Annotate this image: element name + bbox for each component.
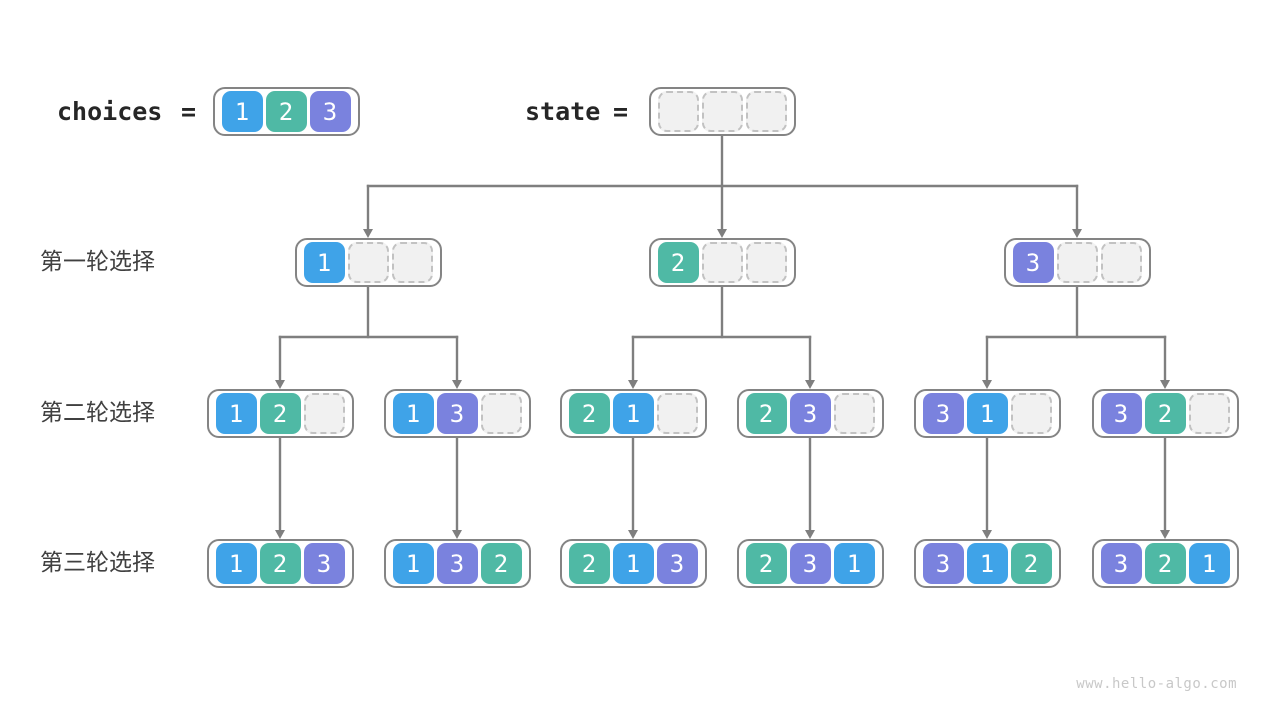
array-cell-filled: 2 bbox=[259, 393, 301, 434]
array-cell-filled: 2 bbox=[745, 393, 787, 434]
array-cell-filled: 3 bbox=[436, 543, 478, 584]
array-cell-filled: 3 bbox=[1012, 242, 1054, 283]
array-cell-empty bbox=[347, 242, 389, 283]
array-cell-filled: 1 bbox=[215, 393, 257, 434]
array-cell-empty bbox=[391, 242, 433, 283]
row-label: 第一轮选择 bbox=[40, 249, 155, 275]
state-array bbox=[648, 87, 796, 136]
array-cell-empty bbox=[657, 91, 699, 132]
state-equals-sign: = bbox=[613, 97, 629, 126]
array-cell-filled: 1 bbox=[215, 543, 257, 584]
array-cell-filled: 3 bbox=[789, 543, 831, 584]
array-cell-empty bbox=[1188, 393, 1230, 434]
array-cell-filled: 3 bbox=[436, 393, 478, 434]
array-cell-filled: 2 bbox=[745, 543, 787, 584]
array-cell-filled: 2 bbox=[657, 242, 699, 283]
watermark: www.hello-algo.com bbox=[1076, 676, 1237, 692]
array-cell-filled: 3 bbox=[1100, 393, 1142, 434]
array-cell-filled: 2 bbox=[1144, 393, 1186, 434]
array-cell-empty bbox=[656, 393, 698, 434]
array-cell-filled: 3 bbox=[303, 543, 345, 584]
array-cell-empty bbox=[745, 242, 787, 283]
array-cell-empty bbox=[745, 91, 787, 132]
array-cell-filled: 1 bbox=[303, 242, 345, 283]
array-cell-filled: 1 bbox=[966, 393, 1008, 434]
array-cell-empty bbox=[1010, 393, 1052, 434]
array-cell-empty bbox=[1100, 242, 1142, 283]
array-cell-empty bbox=[701, 91, 743, 132]
choices-label: choices bbox=[57, 97, 163, 126]
array-cell-filled: 1 bbox=[392, 393, 434, 434]
array-cell-filled: 3 bbox=[922, 543, 964, 584]
array-cell-filled: 2 bbox=[480, 543, 522, 584]
array-cell-filled: 2 bbox=[568, 393, 610, 434]
array-cell-empty bbox=[833, 393, 875, 434]
array-cell-filled: 1 bbox=[221, 91, 263, 132]
array-cell-filled: 3 bbox=[922, 393, 964, 434]
array-cell-filled: 1 bbox=[392, 543, 434, 584]
array-cell-filled: 2 bbox=[568, 543, 610, 584]
array-cell-empty bbox=[303, 393, 345, 434]
tree-node: 3 bbox=[1003, 238, 1151, 287]
array-cell-filled: 2 bbox=[1010, 543, 1052, 584]
row-label: 第二轮选择 bbox=[40, 400, 155, 426]
array-cell-filled: 2 bbox=[259, 543, 301, 584]
array-cell-empty bbox=[1056, 242, 1098, 283]
array-cell-filled: 3 bbox=[1100, 543, 1142, 584]
array-cell-filled: 3 bbox=[656, 543, 698, 584]
array-cell-filled: 3 bbox=[789, 393, 831, 434]
array-cell-filled: 2 bbox=[1144, 543, 1186, 584]
state-label: state bbox=[525, 97, 601, 126]
tree-node: 2 bbox=[648, 238, 796, 287]
array-cell-empty bbox=[480, 393, 522, 434]
array-cell-empty bbox=[701, 242, 743, 283]
array-cell-filled: 1 bbox=[612, 543, 654, 584]
row-label: 第三轮选择 bbox=[40, 550, 155, 576]
choices-equals-sign: = bbox=[181, 97, 197, 126]
array-cell-filled: 1 bbox=[612, 393, 654, 434]
array-cell-filled: 2 bbox=[265, 91, 307, 132]
array-cell-filled: 1 bbox=[833, 543, 875, 584]
array-cell-filled: 1 bbox=[966, 543, 1008, 584]
array-cell-filled: 1 bbox=[1188, 543, 1230, 584]
tree-node: 1 bbox=[294, 238, 442, 287]
array-cell-filled: 3 bbox=[309, 91, 351, 132]
